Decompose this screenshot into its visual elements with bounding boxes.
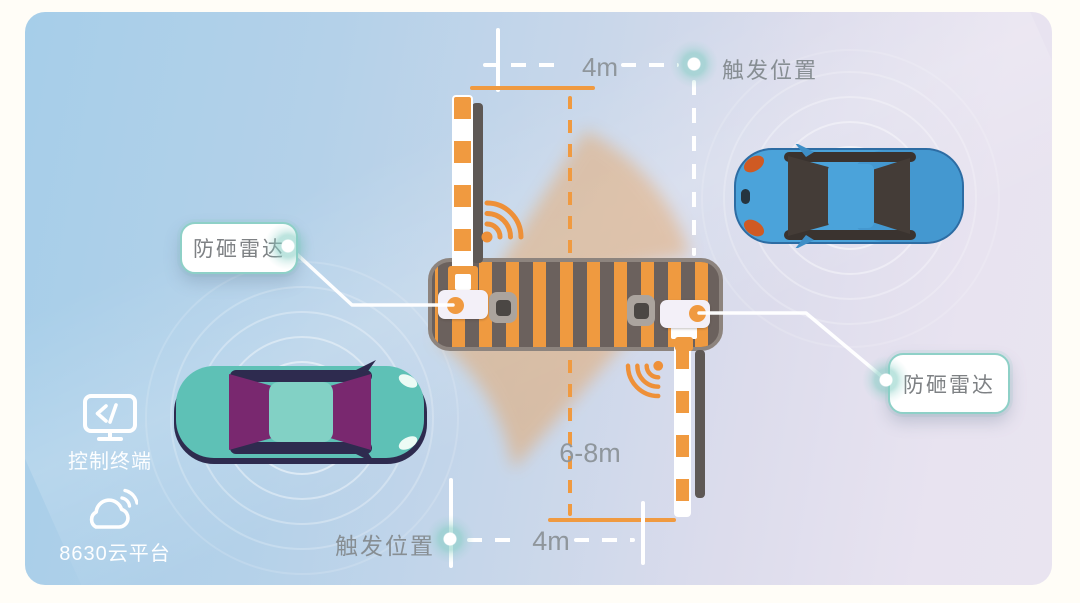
measure-dash-bottom-2: [574, 538, 635, 542]
stopline-top: [470, 86, 595, 90]
radar-callout-right-text: 防砸雷达: [903, 373, 995, 397]
radar-beam-upper: [480, 130, 690, 295]
connector-right: [697, 311, 888, 382]
trigger-line-top: [692, 80, 696, 256]
trigger-dot-top: [670, 40, 718, 88]
camera-left-lens: [496, 300, 511, 316]
measure-tick-top-left: [496, 28, 500, 92]
trigger-label-bottom: 触发位置: [335, 533, 435, 559]
measure-dash-top-2: [621, 63, 679, 67]
radar-beam-lower: [433, 325, 640, 470]
terminal-monitor-icon: [83, 394, 137, 441]
camera-right-lens: [634, 303, 649, 319]
cloud-platform-label: 8630云平台: [59, 543, 171, 565]
barrier-mount-bottom: [675, 337, 693, 351]
radar-beam-layer: [433, 130, 690, 470]
measure-dash-top-1: [483, 63, 563, 67]
diagram-card: 4m 6-8m 4m 触发位置 触发位置: [25, 12, 1052, 585]
gate-post-top: [472, 103, 483, 263]
radar-callout-left-text: 防砸雷达: [193, 238, 285, 261]
terminal-label: 控制终端: [68, 451, 152, 473]
stopline-bottom: [548, 518, 676, 522]
barrier-mount-top-inner: [455, 274, 471, 290]
car-blue: [734, 144, 964, 248]
car-teal: [174, 360, 427, 464]
distance-bottom-value: 4m: [532, 526, 570, 556]
callout-connectors: [286, 244, 888, 382]
radar-device-left-dot: [447, 297, 464, 314]
distance-lane-value: 6-8m: [559, 438, 621, 468]
callout-dot-right: [862, 356, 910, 404]
callout-dot-left: [264, 222, 312, 270]
ripple-circle: [701, 49, 1000, 348]
measure-tick-bottom-right: [641, 501, 645, 565]
radar-signal-icon-bottom: [625, 360, 664, 399]
distance-top-value: 4m: [581, 52, 619, 82]
gate-post-bottom: [695, 350, 705, 498]
radar-signal-icon-top: [481, 200, 524, 243]
connector-left: [286, 244, 455, 307]
trigger-label-top: 触发位置: [722, 58, 819, 83]
trigger-dot-bottom: [426, 515, 474, 563]
cloud-platform-icon: [89, 488, 138, 529]
measure-dash-bottom-1: [467, 538, 519, 542]
